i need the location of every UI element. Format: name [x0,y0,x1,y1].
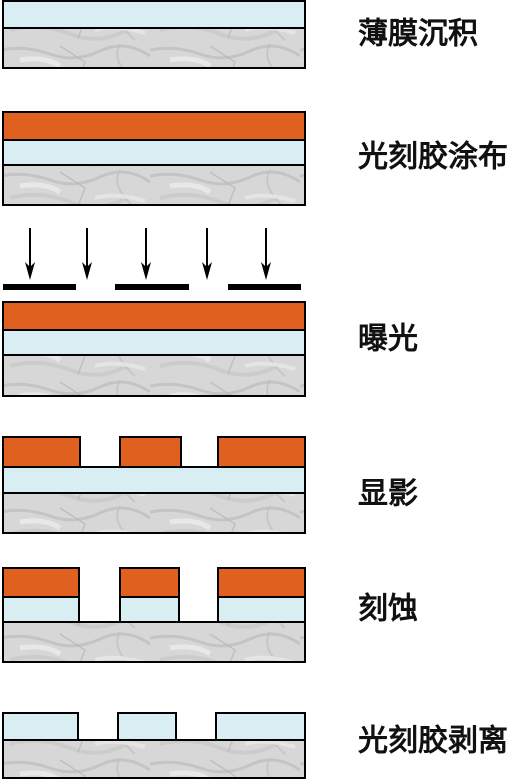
down-arrow-icon [25,228,35,280]
photoresist-layer [2,301,306,331]
arrow-head [25,262,35,280]
film-block [215,712,306,741]
substrate-layer [2,492,306,534]
photoresist-block [119,436,182,468]
mask-bar [3,284,76,290]
arrow-head [261,262,271,280]
down-arrow-icon [261,228,271,280]
film-layer [2,139,306,166]
substrate-layer [2,739,306,779]
step-photoresist-coating: 光刻胶涂布 [2,111,508,206]
arrow-head [82,262,92,280]
down-arrow-icon [82,228,92,280]
film-block [217,596,306,623]
film-layer [2,466,306,494]
down-arrow-icon [141,228,151,280]
step-label: 薄膜沉积 [358,17,478,52]
photoresist-block [2,436,81,468]
step-label: 刻蚀 [358,592,418,627]
film-block [2,712,79,741]
step-etching: 刻蚀 [2,567,418,663]
photoresist-block [119,567,180,598]
substrate-layer [2,164,306,206]
mask-bar [115,284,189,290]
substrate-layer [2,621,306,663]
step-photoresist-stripping: 光刻胶剥离 [2,712,508,779]
photoresist-block [2,567,80,598]
step-exposure: 曝光 [2,228,418,397]
arrow-head [141,262,151,280]
step-label: 光刻胶剥离 [358,724,508,759]
down-arrow-icon [202,228,212,280]
film-layer [2,0,306,29]
film-block [119,596,180,623]
film-block [117,712,177,741]
substrate-layer [2,354,306,397]
mask-bar [228,284,301,290]
step-label: 显影 [358,477,418,512]
step-label: 曝光 [358,322,418,357]
substrate-layer [2,27,306,69]
arrow-head [202,262,212,280]
exposure-arrows [25,228,271,280]
step-development: 显影 [2,436,418,534]
step-film-deposition: 薄膜沉积 [2,0,478,69]
film-block [2,596,80,623]
photoresist-block [217,567,306,598]
film-layer [2,329,306,356]
photoresist-layer [2,111,306,141]
photomask [3,284,301,290]
photoresist-block [217,436,306,468]
step-label: 光刻胶涂布 [358,140,508,175]
